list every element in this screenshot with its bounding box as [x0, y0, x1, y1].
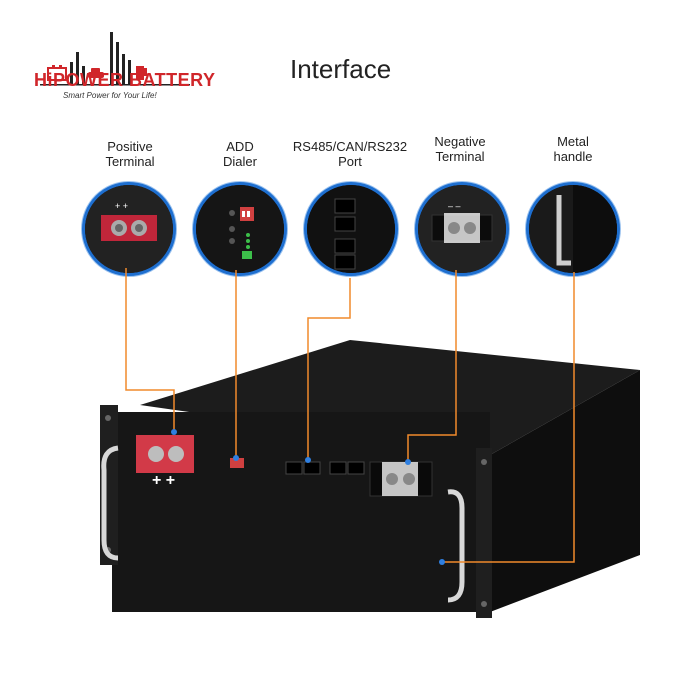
right-rack-ear [476, 448, 492, 618]
svg-text:– –: – – [448, 201, 461, 211]
communication-port-zoom [304, 182, 398, 276]
chassis-top [140, 340, 640, 455]
battery-icon [47, 65, 67, 81]
svg-text:+ +: + + [115, 201, 128, 211]
fuel-pump-icon [136, 66, 147, 80]
car-icon [88, 68, 104, 78]
right-handle [447, 489, 465, 603]
add-dialer-zoom [193, 182, 287, 276]
positive-terminal-zoom: + + [82, 182, 176, 276]
negative-terminal-zoom: – – [415, 182, 509, 276]
add-dialer [230, 458, 244, 468]
left-handle [101, 445, 119, 561]
metal-handle-zoom [526, 182, 620, 276]
page-title: Interface [290, 54, 392, 84]
chassis-side [490, 370, 640, 612]
communication-ports [285, 461, 365, 475]
positive-terminal [136, 435, 194, 473]
brand-tagline: Smart Power for Your Life! [63, 91, 157, 100]
city-skyline-icon [40, 32, 190, 86]
leader-lines [125, 268, 575, 563]
brand-logo [40, 22, 200, 107]
svg-text:+ +: + + [152, 472, 175, 489]
brand-name: HiPOWER BATTERY [34, 70, 216, 90]
